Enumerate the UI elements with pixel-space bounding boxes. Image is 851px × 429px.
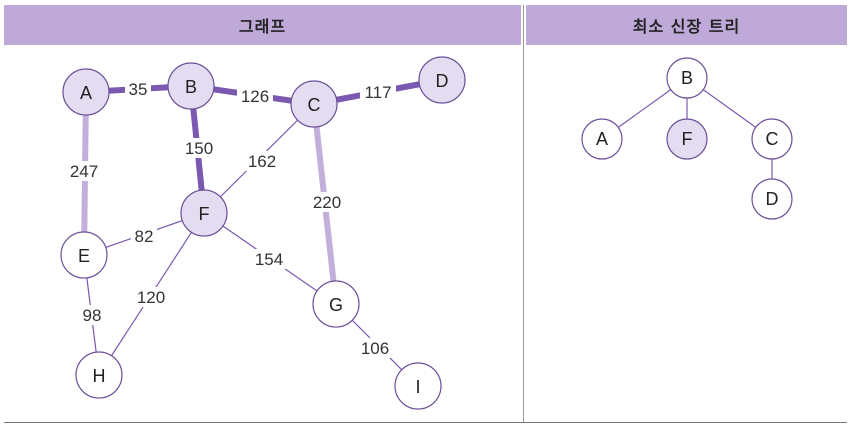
weight-label-e-h: 98 — [79, 305, 105, 325]
graph-node-a: A — [62, 68, 110, 116]
svg-text:82: 82 — [135, 227, 154, 246]
weight-label-c-g: 220 — [309, 192, 345, 212]
tree-node-b: B — [666, 57, 708, 99]
svg-text:150: 150 — [185, 139, 213, 158]
svg-text:A: A — [80, 83, 92, 103]
svg-text:98: 98 — [83, 306, 102, 325]
svg-text:C: C — [766, 129, 779, 149]
weight-label-c-f: 162 — [244, 151, 280, 171]
weight-label-f-h: 120 — [133, 287, 169, 307]
svg-text:106: 106 — [361, 339, 389, 358]
graph-node-d: D — [418, 56, 466, 104]
graph-node-i: I — [394, 362, 442, 410]
svg-text:B: B — [185, 77, 197, 97]
weight-label-g-i: 106 — [357, 338, 393, 358]
graph-panel-title: 그래프 — [4, 5, 521, 45]
graph-node-f: F — [180, 189, 228, 237]
graph-node-g: G — [312, 280, 360, 328]
panel-divider — [523, 5, 524, 423]
svg-text:220: 220 — [313, 193, 341, 212]
svg-text:I: I — [415, 377, 420, 397]
svg-text:A: A — [596, 129, 608, 149]
svg-text:E: E — [78, 246, 90, 266]
graph-node-b: B — [167, 62, 215, 110]
svg-text:C: C — [308, 95, 321, 115]
bottom-rule — [4, 422, 847, 423]
svg-text:B: B — [681, 68, 693, 88]
svg-text:D: D — [436, 71, 449, 91]
weight-label-b-c: 126 — [237, 87, 273, 106]
svg-text:247: 247 — [70, 162, 98, 181]
svg-text:126: 126 — [241, 87, 269, 106]
svg-text:D: D — [766, 189, 779, 209]
svg-text:G: G — [329, 295, 343, 315]
graph-node-h: H — [75, 351, 123, 399]
svg-text:154: 154 — [255, 250, 283, 269]
tree-node-a: A — [581, 118, 623, 160]
graph-node-e: E — [60, 231, 108, 279]
svg-text:35: 35 — [129, 80, 148, 99]
svg-text:F: F — [682, 129, 693, 149]
tree-node-f: F — [666, 118, 708, 160]
weight-label-a-b: 35 — [125, 80, 151, 99]
weight-label-c-d: 117 — [360, 83, 396, 102]
svg-text:F: F — [199, 204, 210, 224]
tree-node-d: D — [751, 178, 793, 220]
weight-label-f-g: 154 — [251, 249, 287, 269]
graph-node-c: C — [290, 80, 338, 128]
svg-text:120: 120 — [137, 288, 165, 307]
weight-label-a-e: 247 — [66, 161, 102, 181]
weight-label-e-f: 82 — [131, 226, 157, 246]
svg-text:H: H — [93, 366, 106, 386]
tree-panel-title: 최소 신장 트리 — [526, 5, 847, 45]
svg-text:162: 162 — [248, 152, 276, 171]
svg-text:117: 117 — [364, 83, 391, 102]
weight-label-b-f: 150 — [181, 138, 217, 158]
tree-node-c: C — [751, 118, 793, 160]
